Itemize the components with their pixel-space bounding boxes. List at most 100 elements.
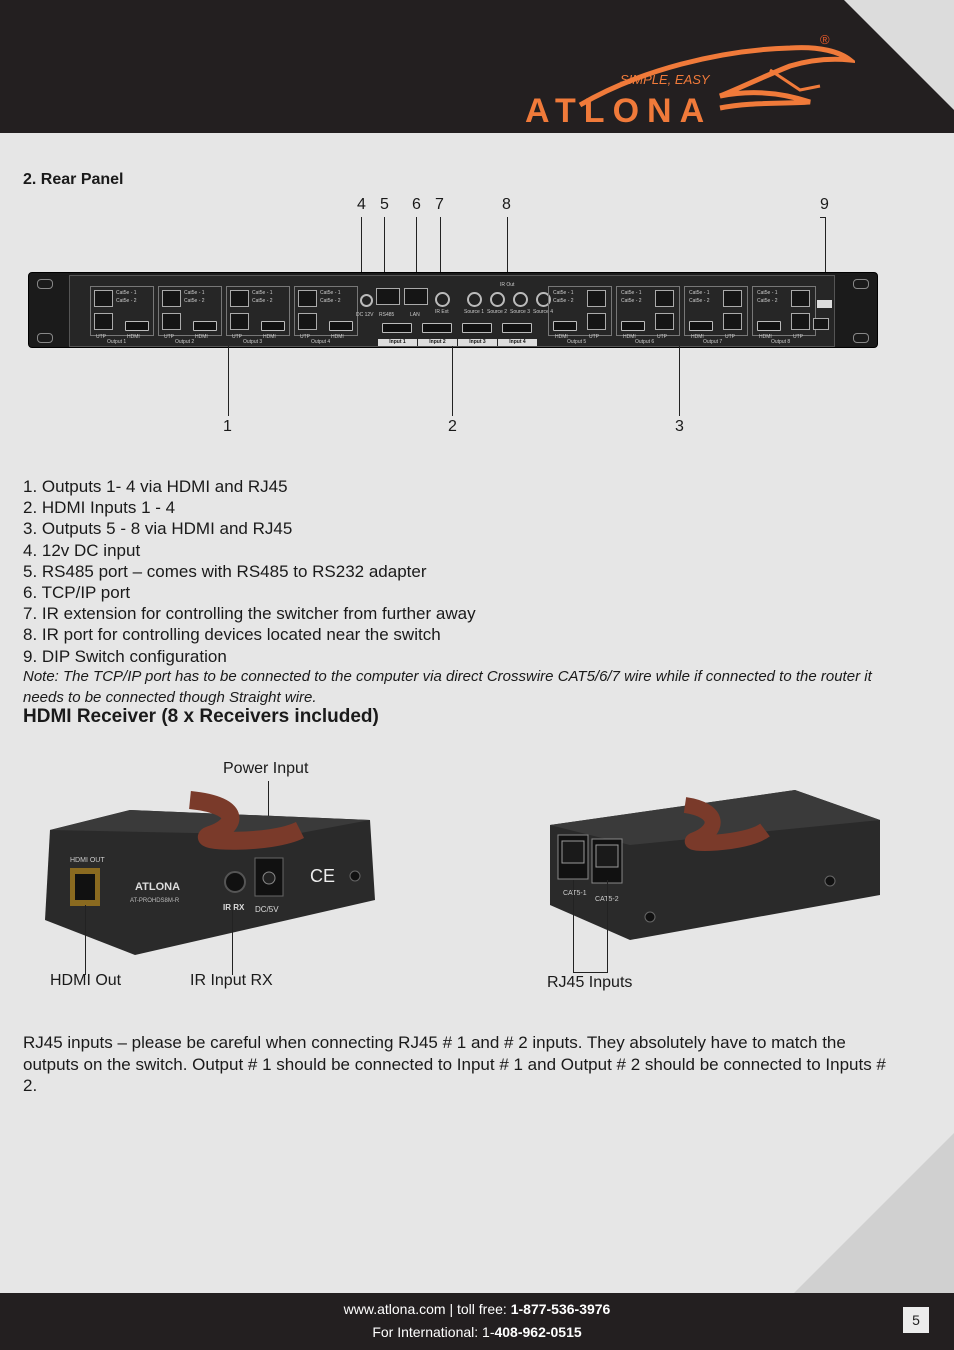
device-model-text: AT-PROHDS8M-R <box>130 898 180 904</box>
rj45-port <box>655 313 674 330</box>
rj45-port <box>298 313 317 330</box>
lan-port <box>404 288 428 305</box>
input-label: Input 3 <box>458 339 497 346</box>
dip-switch-block <box>813 318 829 330</box>
section-heading-receiver: HDMI Receiver (8 x Receivers included) <box>23 706 379 727</box>
label-hdmi-out: HDMI Out <box>50 972 122 989</box>
rj45-port <box>587 313 606 330</box>
hdmi-port <box>689 321 713 331</box>
source-label: Source 2 <box>487 309 508 315</box>
output-label: Output 5 <box>567 339 587 345</box>
footer-tollfree-number: 1-877-536-3976 <box>510 1301 611 1317</box>
hdmi-label: HDMI <box>759 334 772 340</box>
device-cat5-1-text: CAT5-1 <box>563 890 587 897</box>
output-block-3: Cat5e - 1 Cat5e - 2 UTP HDMI Output 3 <box>226 286 290 345</box>
atlona-logo: SIMPLE, EASY ATLONA ® <box>520 30 855 130</box>
list-item: 1. Outputs 1- 4 via HDMI and RJ45 <box>23 477 288 496</box>
output-label: Output 2 <box>175 339 195 345</box>
utp-label: UTP <box>725 334 735 340</box>
hdmi-input-port <box>422 323 452 333</box>
hdmi-port <box>757 321 781 331</box>
input-label: Input 4 <box>498 339 537 346</box>
rack-ear-hole <box>853 333 869 343</box>
hdmi-input-port <box>462 323 492 333</box>
hdmi-port <box>193 321 217 331</box>
callout-5: 5 <box>380 196 389 213</box>
list-item: 3. Outputs 5 - 8 via HDMI and RJ45 <box>23 519 293 539</box>
callout-line-rj45-1 <box>573 880 574 972</box>
output-block-7: Cat5e - 1 Cat5e - 2 HDMI UTP Output 7 <box>684 286 748 345</box>
page-footer: www.atlona.com | toll free: 1-877-536-39… <box>0 1293 954 1350</box>
rj45-port <box>298 290 317 307</box>
hdmi-label: HDMI <box>691 334 704 340</box>
hdmi-label: HDMI <box>555 334 568 340</box>
hdmi-label: HDMI <box>331 334 344 340</box>
callout-1: 1 <box>223 418 232 435</box>
callout-8: 8 <box>502 196 511 213</box>
input-label: Input 1 <box>378 339 417 346</box>
cat-label: Cat5e - 2 <box>621 298 642 304</box>
output-block-1: Cat5e - 1 Cat5e - 2 UTP HDMI Output 1 <box>90 286 154 345</box>
ir-out-jack <box>490 292 505 307</box>
cat-label: Cat5e - 1 <box>184 290 205 296</box>
hdmi-label: HDMI <box>195 334 208 340</box>
rj45-port <box>791 290 810 307</box>
hdmi-label: HDMI <box>127 334 140 340</box>
output-label: Output 4 <box>311 339 331 345</box>
cat-label: Cat5e - 2 <box>184 298 205 304</box>
device-ir-rx-text: IR RX <box>223 903 245 912</box>
hdmi-port <box>261 321 285 331</box>
callout-line-5 <box>384 217 385 285</box>
footer-international-text: For International: 1- <box>372 1324 495 1340</box>
section-heading-rear-panel: 2. Rear Panel <box>23 171 124 188</box>
rj45-port <box>587 290 606 307</box>
ir-out-jack <box>513 292 528 307</box>
footer-international-line: For International: 1-408-962-0515 <box>0 1324 954 1340</box>
rj45-warning-paragraph: RJ45 inputs – please be careful when con… <box>23 1033 886 1095</box>
utp-label: UTP <box>96 334 106 340</box>
rj45-port <box>162 313 181 330</box>
cat-label: Cat5e - 1 <box>320 290 341 296</box>
callout-9: 9 <box>820 196 829 213</box>
rear-panel-device: CE Cat5e - 1 Cat5e - 2 UTP HDMI Output 1… <box>28 272 878 348</box>
output-block-2: Cat5e - 1 Cat5e - 2 UTP HDMI Output 2 <box>158 286 222 345</box>
dc-power-jack <box>360 294 373 307</box>
callout-line-rj45-join <box>573 972 608 973</box>
hdmi-label: HDMI <box>623 334 636 340</box>
rear-panel-face: Cat5e - 1 Cat5e - 2 UTP HDMI Output 1 Ca… <box>69 275 835 347</box>
label-rj45-inputs: RJ45 Inputs <box>547 974 633 991</box>
cat-label: Cat5e - 1 <box>116 290 137 296</box>
hdmi-label: HDMI <box>263 334 276 340</box>
output-label: Output 8 <box>771 339 791 345</box>
footer-contact-line: www.atlona.com | toll free: 1-877-536-39… <box>0 1301 954 1317</box>
lan-label: LAN <box>410 312 420 318</box>
utp-label: UTP <box>589 334 599 340</box>
callout-line-7 <box>440 217 441 285</box>
receiver-rear-photo: CAT5-1 CAT5-2 <box>550 790 880 940</box>
cat-label: Cat5e - 1 <box>689 290 710 296</box>
callout-line-hdmi-out <box>85 905 86 975</box>
footer-international-number: 408-962-0515 <box>494 1324 582 1340</box>
cat-label: Cat5e - 2 <box>116 298 137 304</box>
device-ce-text: CE <box>310 866 335 886</box>
ir-out-jack <box>536 292 551 307</box>
cat-label: Cat5e - 1 <box>757 290 778 296</box>
hdmi-port <box>329 321 353 331</box>
page-corner-cut <box>794 1133 954 1293</box>
list-item: 2. HDMI Inputs 1 - 4 <box>23 498 176 518</box>
rj45-port <box>723 313 742 330</box>
logo-tagline: SIMPLE, EASY <box>620 72 710 87</box>
callout-line-rj45-2 <box>607 880 608 972</box>
lizard-logo-icon <box>578 45 855 111</box>
label-ir-input: IR Input RX <box>190 972 273 989</box>
hdmi-input-port <box>382 323 412 333</box>
device-hdmi-out-text: HDMI OUT <box>70 857 105 864</box>
output-block-8: Cat5e - 1 Cat5e - 2 HDMI UTP Output 8 <box>752 286 816 345</box>
rack-ear-hole <box>853 279 869 289</box>
rack-ear-hole <box>37 279 53 289</box>
cat-label: Cat5e - 2 <box>757 298 778 304</box>
source-label: Source 1 <box>464 309 485 315</box>
rear-panel-legend-list: 1. Outputs 1- 4 via HDMI and RJ45 2. HDM… <box>23 476 476 667</box>
callout-4: 4 <box>357 196 366 213</box>
footer-website-text: www.atlona.com | toll free: <box>343 1301 511 1317</box>
